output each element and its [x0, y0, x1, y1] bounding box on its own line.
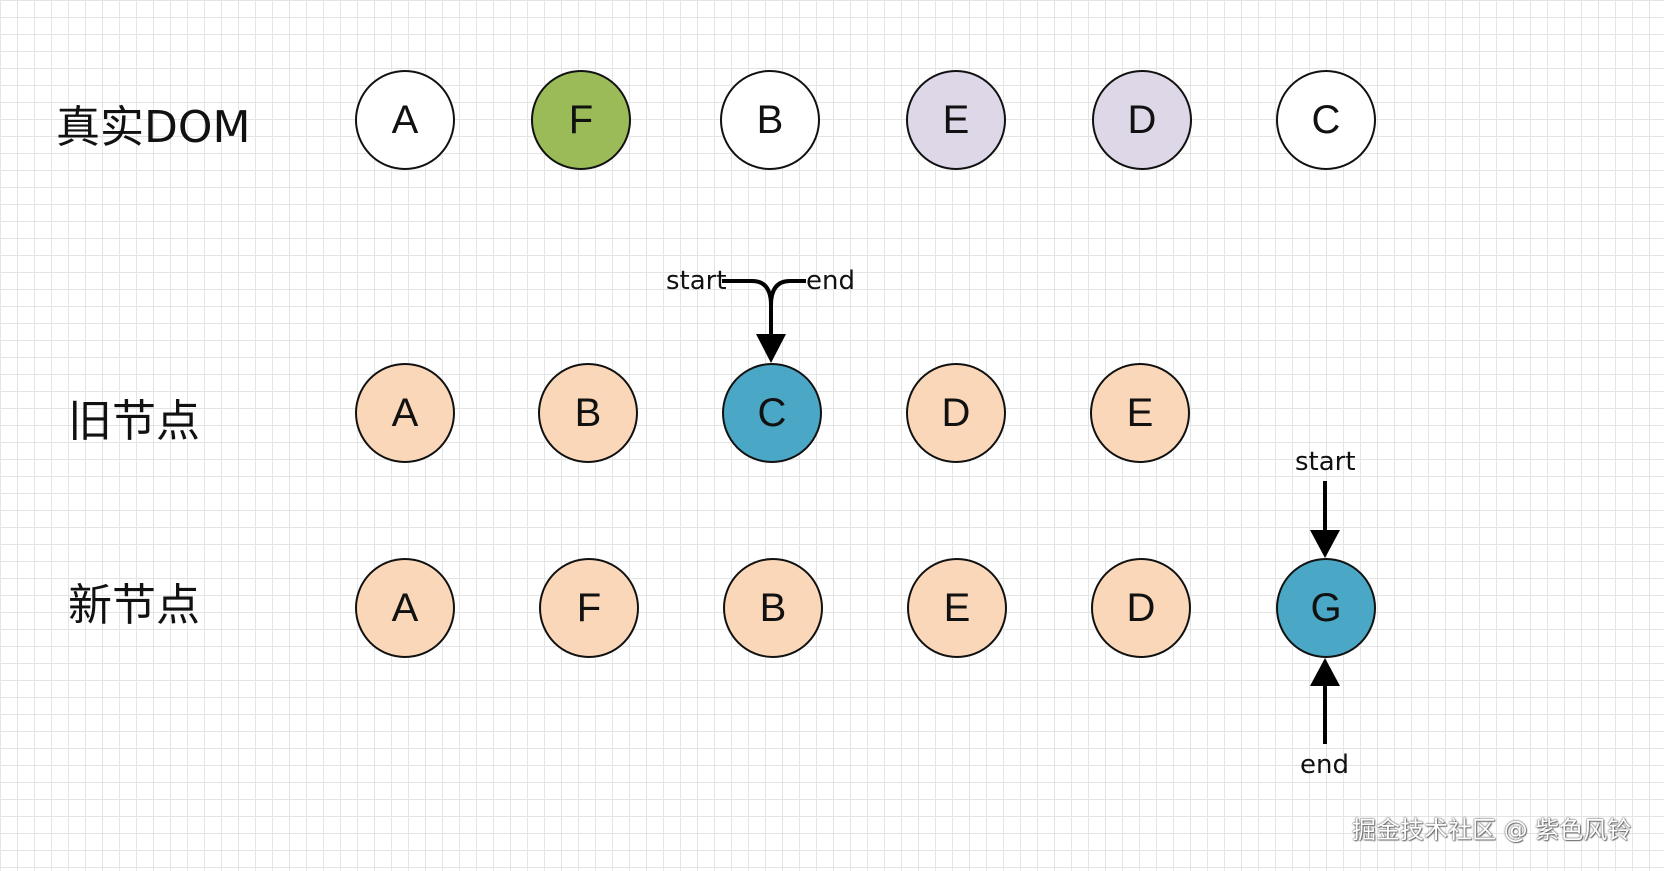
new-start-pointer-arrowhead [1310, 530, 1340, 558]
old-end-label: end [806, 266, 855, 296]
new-node: D [1091, 558, 1191, 658]
row-label-new-nodes: 新节点 [68, 580, 200, 631]
old-end-pointer-line [769, 279, 806, 306]
row-label-real-dom: 真实DOM [56, 102, 251, 153]
row-label-old-nodes: 旧节点 [68, 396, 200, 447]
real-dom-node: F [531, 70, 631, 170]
new-node: E [907, 558, 1007, 658]
old-node-current: C [722, 363, 822, 463]
real-dom-node: C [1276, 70, 1376, 170]
new-node: A [355, 558, 455, 658]
watermark: 掘金技术社区 @ 紫色风铃 [1352, 816, 1632, 844]
new-start-label: start [1295, 447, 1356, 477]
new-node-current: G [1276, 558, 1376, 658]
old-start-pointer-line [722, 279, 773, 336]
old-node: B [538, 363, 638, 463]
new-node: F [539, 558, 639, 658]
old-node: A [355, 363, 455, 463]
real-dom-node: A [355, 70, 455, 170]
new-node: B [723, 558, 823, 658]
real-dom-node: D [1092, 70, 1192, 170]
new-end-pointer-arrowhead [1310, 658, 1340, 686]
old-node: D [906, 363, 1006, 463]
old-node: E [1090, 363, 1190, 463]
old-start-label: start [666, 266, 727, 296]
old-pointer-arrowhead [756, 334, 786, 363]
real-dom-node: E [906, 70, 1006, 170]
new-end-label: end [1300, 750, 1349, 780]
real-dom-node: B [720, 70, 820, 170]
